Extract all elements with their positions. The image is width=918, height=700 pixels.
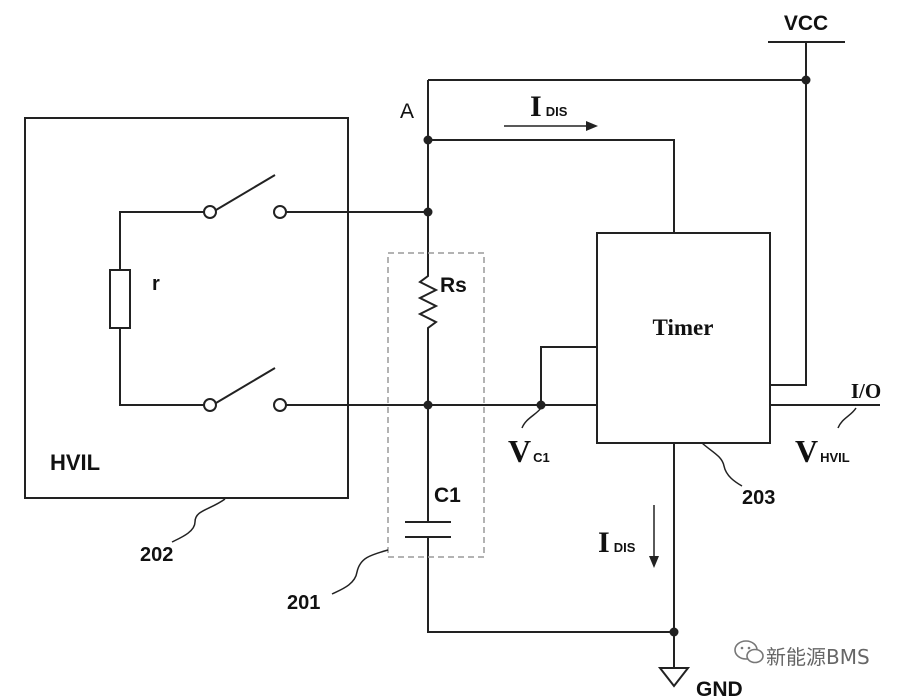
ref-203-label: 203 [742, 487, 775, 509]
wechat-icon [734, 640, 764, 664]
idis-top-arrow [504, 121, 598, 131]
ref-201-label: 201 [287, 592, 320, 614]
capacitor-c1 [405, 521, 451, 538]
ground-symbol [657, 667, 691, 688]
hvil-box [24, 117, 349, 499]
junction-dots [423, 75, 811, 637]
watermark-text: 新能源BMS [766, 645, 870, 669]
idis-bottom-arrow [649, 505, 659, 568]
node-a-label: A [400, 100, 414, 123]
resistor-rs [417, 270, 439, 334]
c1-label: C1 [434, 484, 461, 507]
timer-label: Timer [653, 315, 714, 340]
wire-c1-to-ground [427, 537, 674, 633]
timer-box [596, 232, 771, 444]
leader-vhvil [837, 407, 857, 429]
leader-203 [701, 442, 743, 487]
leader-202 [171, 498, 226, 543]
hvil-loop-wiring [119, 211, 210, 406]
r-label: r [152, 273, 160, 295]
gnd-label: GND [696, 678, 743, 700]
ref-202-label: 202 [140, 544, 173, 566]
wire-vc1-feedback [540, 346, 597, 405]
wire-vcc-drop [770, 42, 807, 386]
leader-201 [331, 549, 389, 595]
rs-label: Rs [440, 274, 467, 297]
switch-top [203, 174, 287, 219]
wire-discharge-to-timer [428, 139, 675, 233]
resistor-r [109, 269, 131, 329]
io-label: I/O [851, 379, 881, 403]
vcc-label: VCC [784, 12, 828, 35]
hvil-label: HVIL [50, 450, 100, 475]
leader-vc1 [521, 407, 542, 429]
switch-bottom [203, 367, 287, 412]
